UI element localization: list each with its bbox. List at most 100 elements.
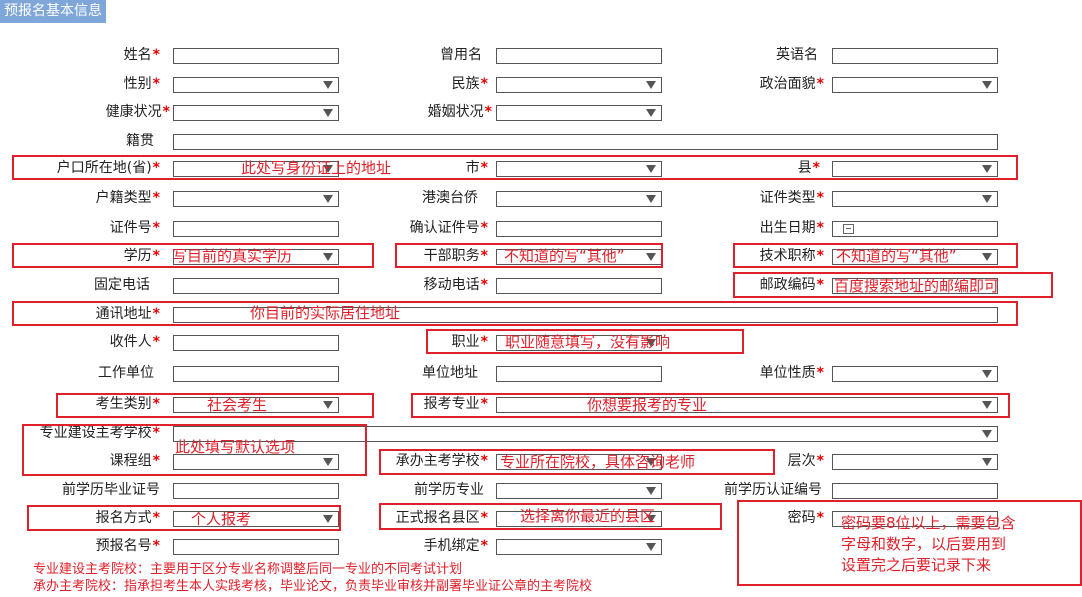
major-host-school-select[interactable] [173,426,998,442]
label-mobile: 移动电话* [423,277,488,293]
annotation-major-school: 此处填写默认选项 [175,438,296,456]
note-major-school: 专业建设主考院校：主要用于区分专业名称调整后同一专业的不同考试计划 [33,562,463,577]
label-health: 健康状况* [105,104,170,120]
recipient-input[interactable] [173,335,339,351]
annotation-host-school: 专业所在院校，具体咨询老师 [500,453,696,471]
hukou-type-select[interactable] [173,191,339,207]
label-county: 县* [797,160,820,176]
chevron-down-icon [323,165,333,173]
name-input[interactable] [173,48,339,64]
chevron-down-icon [323,401,333,409]
annotation-box-hukou [12,155,1018,180]
chevron-down-icon [646,109,656,117]
chevron-down-icon [646,165,656,173]
label-alias: 曾用名 [440,47,482,63]
phone-bind-select[interactable] [496,539,662,555]
politics-select[interactable] [832,77,998,93]
prev-major-select[interactable] [496,483,662,499]
label-course-group: 课程组* [109,453,160,469]
chevron-down-icon [646,487,656,495]
pre-reg-no-input[interactable] [173,539,339,555]
prev-cert-auth-input[interactable] [832,483,998,499]
chevron-down-icon [982,370,992,378]
label-birthdate: 出生日期* [759,220,824,236]
label-marital: 婚姻状况* [427,104,492,120]
annotation-candidate-type: 社会考生 [207,396,268,414]
reg-county-select[interactable] [496,511,662,527]
level-select[interactable] [832,454,998,470]
annotation-box-host-school [379,449,775,475]
candidate-type-select[interactable] [173,397,339,413]
hukou-province-select[interactable] [173,161,339,177]
chevron-down-icon [646,515,656,523]
work-nature-select[interactable] [832,366,998,382]
tech-title-select[interactable] [832,249,998,265]
occupation-select[interactable] [496,335,662,351]
cadre-position-select[interactable] [496,249,662,265]
prev-cert-no-input[interactable] [173,483,339,499]
gender-select[interactable] [173,77,339,93]
annotation-box-education [12,243,374,268]
password-input[interactable] [832,511,998,527]
work-address-input[interactable] [496,366,662,382]
annotation-password-line1: 密码要8位以上，需要包含 [841,514,1016,532]
annotation-box-major-school [22,424,367,476]
annotation-cadre: 不知道的写“其他” [504,247,625,265]
label-work-nature: 单位性质* [759,365,824,381]
label-politics: 政治面貌* [759,76,824,92]
label-city: 市* [465,160,488,176]
chevron-down-icon [982,401,992,409]
workplace-input[interactable] [173,366,339,382]
english-name-input[interactable] [832,48,998,64]
chevron-down-icon [982,458,992,466]
reg-method-select[interactable] [173,511,339,527]
annotation-hukou: 此处写身份证上的地址 [241,159,392,177]
chevron-down-icon [323,458,333,466]
label-name: 姓名* [123,47,160,63]
id-type-select[interactable] [832,191,998,207]
label-host-school: 承办主考学校* [395,453,488,469]
label-id-number: 证件号* [109,220,160,236]
label-gender: 性别* [123,76,160,92]
section-title: 预报名基本信息 [0,0,106,23]
hmt-select[interactable] [496,191,662,207]
education-select[interactable] [173,249,339,265]
postcode-input[interactable] [832,278,998,294]
marital-select[interactable] [496,105,662,121]
chevron-down-icon [982,253,992,261]
annotation-education: 写目前的真实学历 [172,247,293,265]
native-place-input[interactable] [173,134,998,150]
county-select[interactable] [832,161,998,177]
address-input[interactable] [173,307,998,323]
chevron-down-icon [323,515,333,523]
chevron-down-icon [646,195,656,203]
label-recipient: 收件人* [109,334,160,350]
id-number-input[interactable] [173,221,339,237]
birthdate-input[interactable] [832,221,998,237]
alias-input[interactable] [496,48,662,64]
city-select[interactable] [496,161,662,177]
annotation-occupation: 职业随意填写，没有影响 [505,333,671,351]
note-host-school: 承办主考院校：指承担考生本人实践考核，毕业论文，负责毕业审核并副署毕业证公章的主… [33,579,593,594]
chevron-down-icon [323,195,333,203]
label-reg-method: 报名方式* [95,510,160,526]
course-group-select[interactable] [173,454,339,470]
mobile-input[interactable] [496,278,662,294]
apply-major-select[interactable] [496,397,998,413]
label-confirm-id: 确认证件号* [409,220,488,236]
chevron-down-icon [982,430,992,438]
label-reg-county: 正式报名县区* [395,510,488,526]
host-school-select[interactable] [496,454,662,470]
annotation-box-candidate-type [56,393,374,418]
label-occupation: 职业* [451,334,488,350]
label-work-address: 单位地址 [422,365,478,381]
annotation-apply-major: 你想要报考的专业 [587,396,708,414]
annotation-box-postcode [733,272,1053,298]
ethnicity-select[interactable] [496,77,662,93]
health-select[interactable] [173,105,339,121]
confirm-id-input[interactable] [496,221,662,237]
annotation-reg-method: 个人报考 [191,510,252,528]
landline-input[interactable] [173,278,339,294]
chevron-down-icon [646,339,656,347]
calendar-icon[interactable] [843,224,854,234]
